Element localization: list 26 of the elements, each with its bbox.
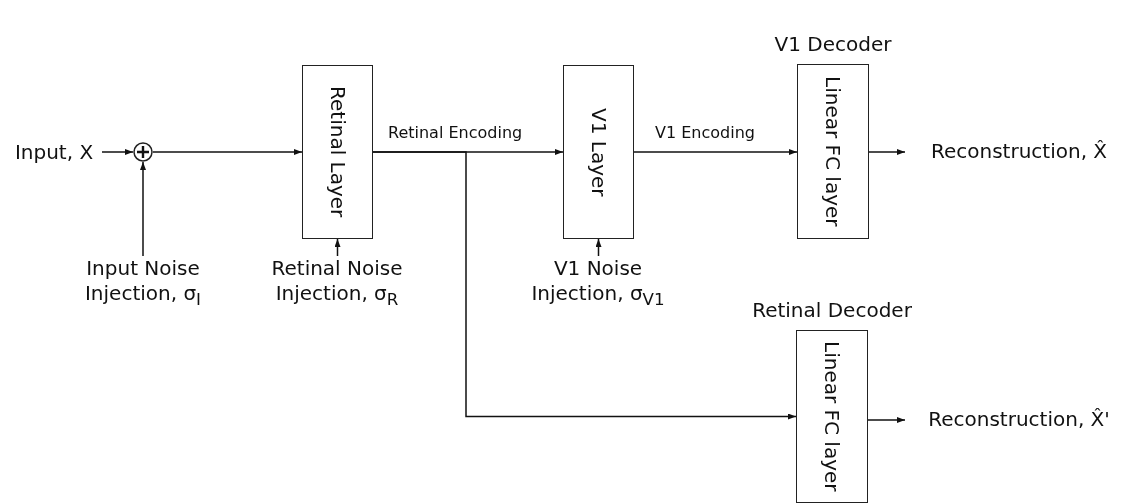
arrow [867,417,906,423]
arrow [633,149,798,155]
arrow [140,161,146,257]
arrow [101,149,134,155]
output-label: Reconstruction, X̂' [905,407,1133,433]
noise-label: Input Noise Injection, σ$_{I}$ [68,256,218,308]
summation-circle [133,142,153,162]
arrow [334,238,341,257]
layer-label: V1 Layer [586,107,611,197]
layer-box [563,65,634,239]
edge-label: Retinal Encoding [388,124,523,142]
arrow [868,149,906,155]
noise-label: Retinal Noise Injection, σ$_{R}$ [252,256,422,308]
layer-label: Linear FC layer [821,76,845,227]
decoder-heading: V1 Decoder [774,32,892,57]
arrow [595,238,602,257]
input-label: Input, X [6,140,102,166]
decoder-heading: Retinal Decoder [752,298,912,323]
edge-label: V1 Encoding [655,124,755,142]
output-label: Reconstruction, X̂ [905,139,1133,165]
layer-label: Linear FC layer [820,341,844,492]
layer-box [302,65,373,239]
noise-label: V1 Noise Injection, σ$_{V1}$ [508,256,688,312]
arrow [152,149,303,155]
arrow [372,151,797,420]
layer-label: Retinal Layer [325,86,350,218]
